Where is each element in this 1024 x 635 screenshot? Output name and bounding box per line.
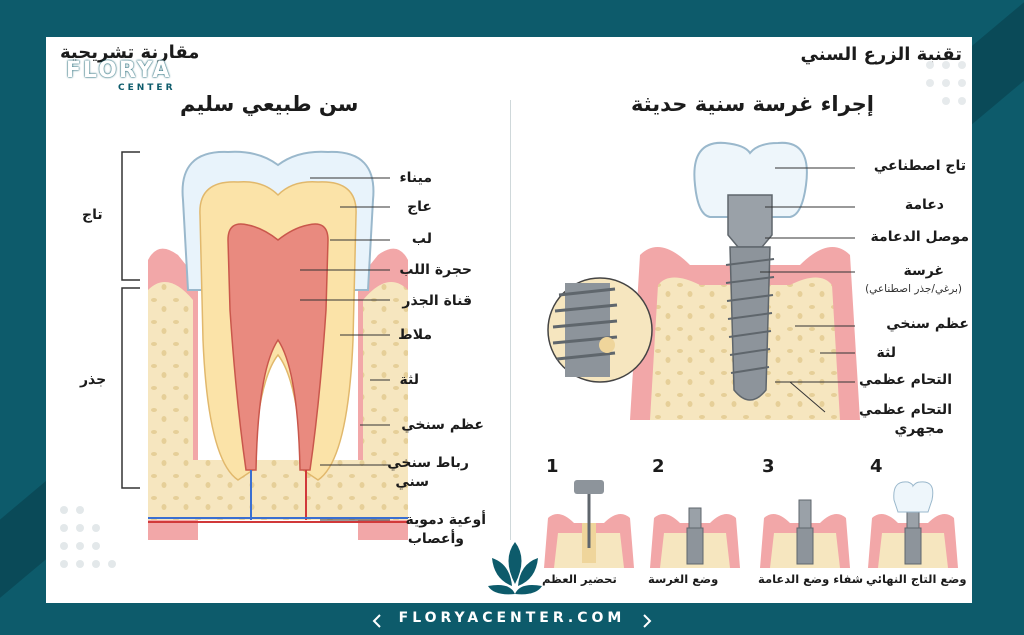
magnified-detail xyxy=(547,277,653,383)
decor-dots-icon xyxy=(926,61,966,105)
implant-label-crown: تاج اصطناعي xyxy=(873,158,966,174)
step-label-1: تحضير العظم xyxy=(542,572,617,586)
label-bone: عظم سنخي xyxy=(401,417,484,433)
bracket-root-label: جذر xyxy=(80,372,107,388)
implant-label-micro-1: التحام عظمي xyxy=(858,402,952,418)
page-title: تقنية الزرع السني xyxy=(800,44,962,65)
decor-dots-icon xyxy=(60,506,116,568)
label-pulp-chamber: حجرة اللب xyxy=(399,262,472,278)
comparison-title: مقارنة تشريحية xyxy=(60,42,200,63)
label-ligament-2: سني xyxy=(395,474,429,490)
step-label-2: وضع الغرسة xyxy=(648,572,719,586)
step-illustration-4 xyxy=(868,481,958,568)
implant-label-gum: لثة xyxy=(876,345,896,361)
label-vessels-1: أوعية دموية xyxy=(405,512,486,528)
implant-leader-lines xyxy=(760,167,855,413)
brand-sub: CENTER xyxy=(118,83,176,93)
step-label-3: شفاء وضع الدعامة xyxy=(758,572,864,586)
step-number-1: 1 xyxy=(546,456,559,477)
implant-label-osseo: التحام عظمي xyxy=(858,372,952,388)
step-illustration-3 xyxy=(760,499,850,568)
implant-illustration xyxy=(630,141,860,420)
label-gum: لثة xyxy=(399,372,419,388)
step-number-3: 3 xyxy=(762,456,775,477)
implant-label-connector: موصل الدعامة xyxy=(870,229,969,245)
footer-website: FLORYACENTER.COM xyxy=(398,610,626,626)
column-divider xyxy=(510,100,511,540)
implant-label-note: (برغي/جذر اصطناعي) xyxy=(865,283,962,295)
footer-chevron-right-icon xyxy=(643,614,652,628)
implant-label-implant: غرسة xyxy=(903,263,944,279)
natural-tooth-illustration xyxy=(148,150,408,540)
bracket-crown-label: تاج xyxy=(82,207,103,223)
label-cementum: ملاط xyxy=(398,327,432,343)
brand-name: FLORYA xyxy=(66,58,172,83)
implant-label-bone: عظم سنخي xyxy=(886,316,969,332)
step-number-2: 2 xyxy=(652,456,665,477)
label-root-canal: قناة الجذر xyxy=(402,293,472,309)
lotus-logo-icon xyxy=(488,542,542,595)
implant-label-micro-2: مجهري xyxy=(894,421,944,437)
implant-heading: إجراء غرسة سنية حديثة xyxy=(630,92,874,116)
footer-bar xyxy=(0,542,1024,635)
natural-leader-lines xyxy=(300,177,390,521)
step-number-4: 4 xyxy=(870,456,883,477)
implant-label-abutment: دعامة xyxy=(904,197,944,213)
label-dentin: عاج xyxy=(407,199,432,215)
label-enamel: ميناء xyxy=(399,170,432,186)
natural-tooth-heading: سن طبيعي سليم xyxy=(180,92,359,116)
step-label-4: وضع التاج النهائي xyxy=(866,572,967,586)
brand-logo: FLORYA CENTER xyxy=(66,58,176,93)
label-pulp: لب xyxy=(411,231,432,247)
step-illustration-2 xyxy=(650,507,740,568)
footer-chevron-left-icon xyxy=(372,614,381,628)
label-ligament-1: رباط سنخي xyxy=(387,455,469,471)
label-vessels-2: وأعصاب xyxy=(407,531,464,547)
step-illustration-1 xyxy=(544,480,634,568)
crown-bracket xyxy=(121,151,140,489)
